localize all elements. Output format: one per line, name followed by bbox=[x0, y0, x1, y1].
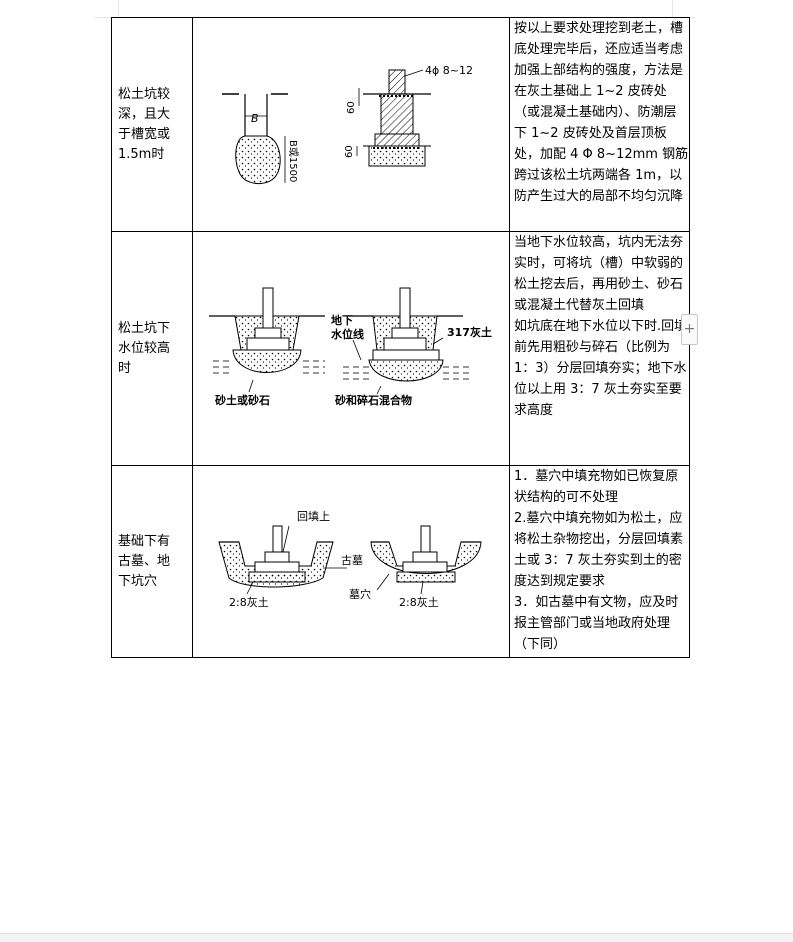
pit-section-right: 砂和碎石混合物 317灰土 bbox=[335, 287, 492, 407]
treatment-cell: 1．墓穴中填充物如已恢复原状结构的可不处理 2.墓穴中填充物如为松土，应将松土杂… bbox=[509, 465, 690, 658]
condition-cell: 基础下有 古墓、地 下坑穴 bbox=[111, 465, 193, 658]
condition-text: 基础下有 古墓、地 下坑穴 bbox=[118, 533, 171, 589]
tomb-figure: 回填上 古墓 2:8灰土 墓穴 bbox=[218, 509, 482, 609]
table-row: 松土坑较 深，且大 于槽宽或 1.5m时 bbox=[111, 17, 690, 232]
treatment-paragraph: 当地下水位较高，坑内无法夯实时，可将坑（槽）中软弱的松土挖去后，再用砂土、砂石或… bbox=[514, 235, 684, 313]
spacing-label-bottom: 60 bbox=[344, 145, 355, 158]
rebar-label: 4ϕ 8~12 bbox=[425, 64, 473, 77]
tomb-section-right: 墓穴 2:8灰土 bbox=[349, 525, 482, 609]
treatment-paragraph: 1．墓穴中填充物如已恢复原状结构的可不处理 bbox=[514, 469, 679, 505]
treatment-paragraph: 2.墓穴中填充物如为松土，应将松土杂物挖出，分层回填素土或 3：7 灰土夯实到土… bbox=[514, 511, 684, 589]
figure-cell: 砂土或砂石 砂和碎石混合物 317灰土 bbox=[192, 231, 510, 466]
treatment-cell: 按以上要求处理挖到老土，槽底处理完毕后，还应适当考虑加强上部结构的强度，方法是在… bbox=[509, 17, 690, 232]
add-row-button[interactable]: + bbox=[681, 314, 698, 345]
pit-section-left: 砂土或砂石 bbox=[209, 287, 325, 407]
lime-soil-left-label: 2:8灰土 bbox=[229, 595, 269, 609]
treatment-table: 松土坑较 深，且大 于槽宽或 1.5m时 bbox=[111, 17, 690, 658]
high-water-figure: 砂土或砂石 砂和碎石混合物 317灰土 bbox=[209, 287, 492, 407]
deep-pit-figure: B B或1500 4ϕ 8~12 bbox=[222, 64, 473, 184]
trench-section-left: B B或1500 bbox=[222, 93, 299, 184]
water-line-label: 地下 水位线 bbox=[331, 313, 364, 341]
tomb-section-left: 回填上 古墓 2:8灰土 bbox=[218, 509, 363, 609]
sand-label: 砂土或砂石 bbox=[215, 393, 270, 407]
treatment-paragraph: 按以上要求处理挖到老土，槽底处理完毕后，还应适当考虑加强上部结构的强度，方法是在… bbox=[514, 21, 689, 204]
table-row: 松土坑下 水位较高 时 砂土或砂石 bbox=[111, 231, 690, 466]
condition-text: 松土坑下 水位较高 时 bbox=[118, 320, 171, 376]
tomb-label: 古墓 bbox=[341, 554, 363, 567]
cavity-label: 墓穴 bbox=[349, 587, 371, 601]
condition-cell: 松土坑较 深，且大 于槽宽或 1.5m时 bbox=[111, 17, 193, 232]
spacing-label-top: 60 bbox=[346, 101, 357, 114]
depth-label: B或1500 bbox=[287, 140, 299, 182]
lime-soil-right-label: 2:8灰土 bbox=[399, 595, 439, 609]
treatment-cell: 当地下水位较高，坑内无法夯实时，可将坑（槽）中软弱的松土挖去后，再用砂土、砂石或… bbox=[509, 231, 690, 466]
figure-cell: 回填上 古墓 2:8灰土 墓穴 bbox=[192, 465, 510, 658]
foundation-section-right: 4ϕ 8~12 60 60 bbox=[344, 64, 473, 167]
page-corner-right bbox=[672, 0, 673, 18]
treatment-paragraph: 3．如古墓中有文物，应及时报主管部门或当地政府处理（下同） bbox=[514, 595, 679, 652]
condition-text: 松土坑较 深，且大 于槽宽或 1.5m时 bbox=[118, 86, 171, 162]
figure-cell: B B或1500 4ϕ 8~12 bbox=[192, 17, 510, 232]
lime-soil-label: 317灰土 bbox=[447, 325, 492, 339]
backfill-label: 回填上 bbox=[297, 509, 330, 523]
bottom-bar bbox=[0, 933, 793, 942]
treatment-paragraph: 如坑底在地下水位以下时.回填前先用粗砂与碎石（比例为 1：3）分层回填夯实；地下… bbox=[514, 319, 688, 418]
mixture-label: 砂和碎石混合物 bbox=[335, 393, 412, 407]
page-corner-left bbox=[118, 0, 119, 18]
condition-cell: 松土坑下 水位较高 时 bbox=[111, 231, 193, 466]
table-row: 基础下有 古墓、地 下坑穴 回填上 古墓 2:8灰 bbox=[111, 465, 690, 658]
width-label: B bbox=[251, 112, 259, 125]
